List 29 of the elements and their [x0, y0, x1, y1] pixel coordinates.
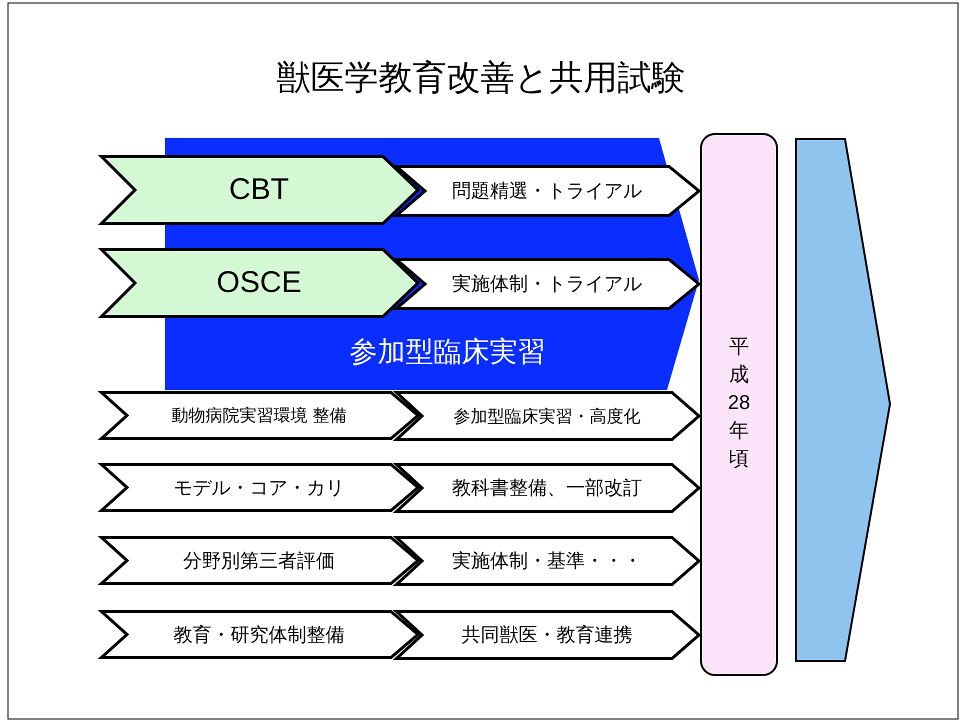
chevron-box [100, 391, 418, 440]
box-label: OSCE [215, 265, 303, 301]
title: 獣医学教育改善と共用試験 [276, 58, 686, 99]
box-label: モデル・コア・カリ [172, 476, 346, 500]
box-label: 分野別第三者評価 [182, 550, 336, 574]
chevron-box [100, 536, 418, 585]
period-bar [700, 133, 778, 676]
chevron-box [395, 258, 699, 310]
box-label: 教育・研究体制整備 [172, 624, 346, 648]
vertical-label: 平成28年頃 [726, 335, 752, 472]
box-label: 問題精選・トライアル [451, 180, 643, 204]
box-label: 実施体制・トライアル [451, 273, 643, 297]
chevron-box [395, 463, 699, 513]
chevron-box [395, 610, 699, 660]
box-label: 参加型臨床実習 [348, 335, 546, 369]
chevron-box [100, 463, 418, 512]
chevron-box [395, 536, 699, 586]
pentagon-arrow [795, 138, 891, 662]
box-label: 共同獣医・教育連携 [460, 624, 634, 648]
chevron-box [100, 610, 418, 659]
box-label: 動物病院実習環境 整備 [170, 405, 348, 427]
box-label: 参加型臨床実習・高度化 [452, 406, 642, 428]
box-label: 実施体制・基準・・・ [451, 550, 643, 574]
chevron-box [395, 165, 699, 217]
chevron-box [100, 155, 418, 225]
box-label: CBT [228, 172, 290, 208]
chevron-box [395, 391, 699, 441]
chevron-box [100, 248, 418, 318]
box-label: 教科書整備、一部改訂 [451, 477, 643, 501]
